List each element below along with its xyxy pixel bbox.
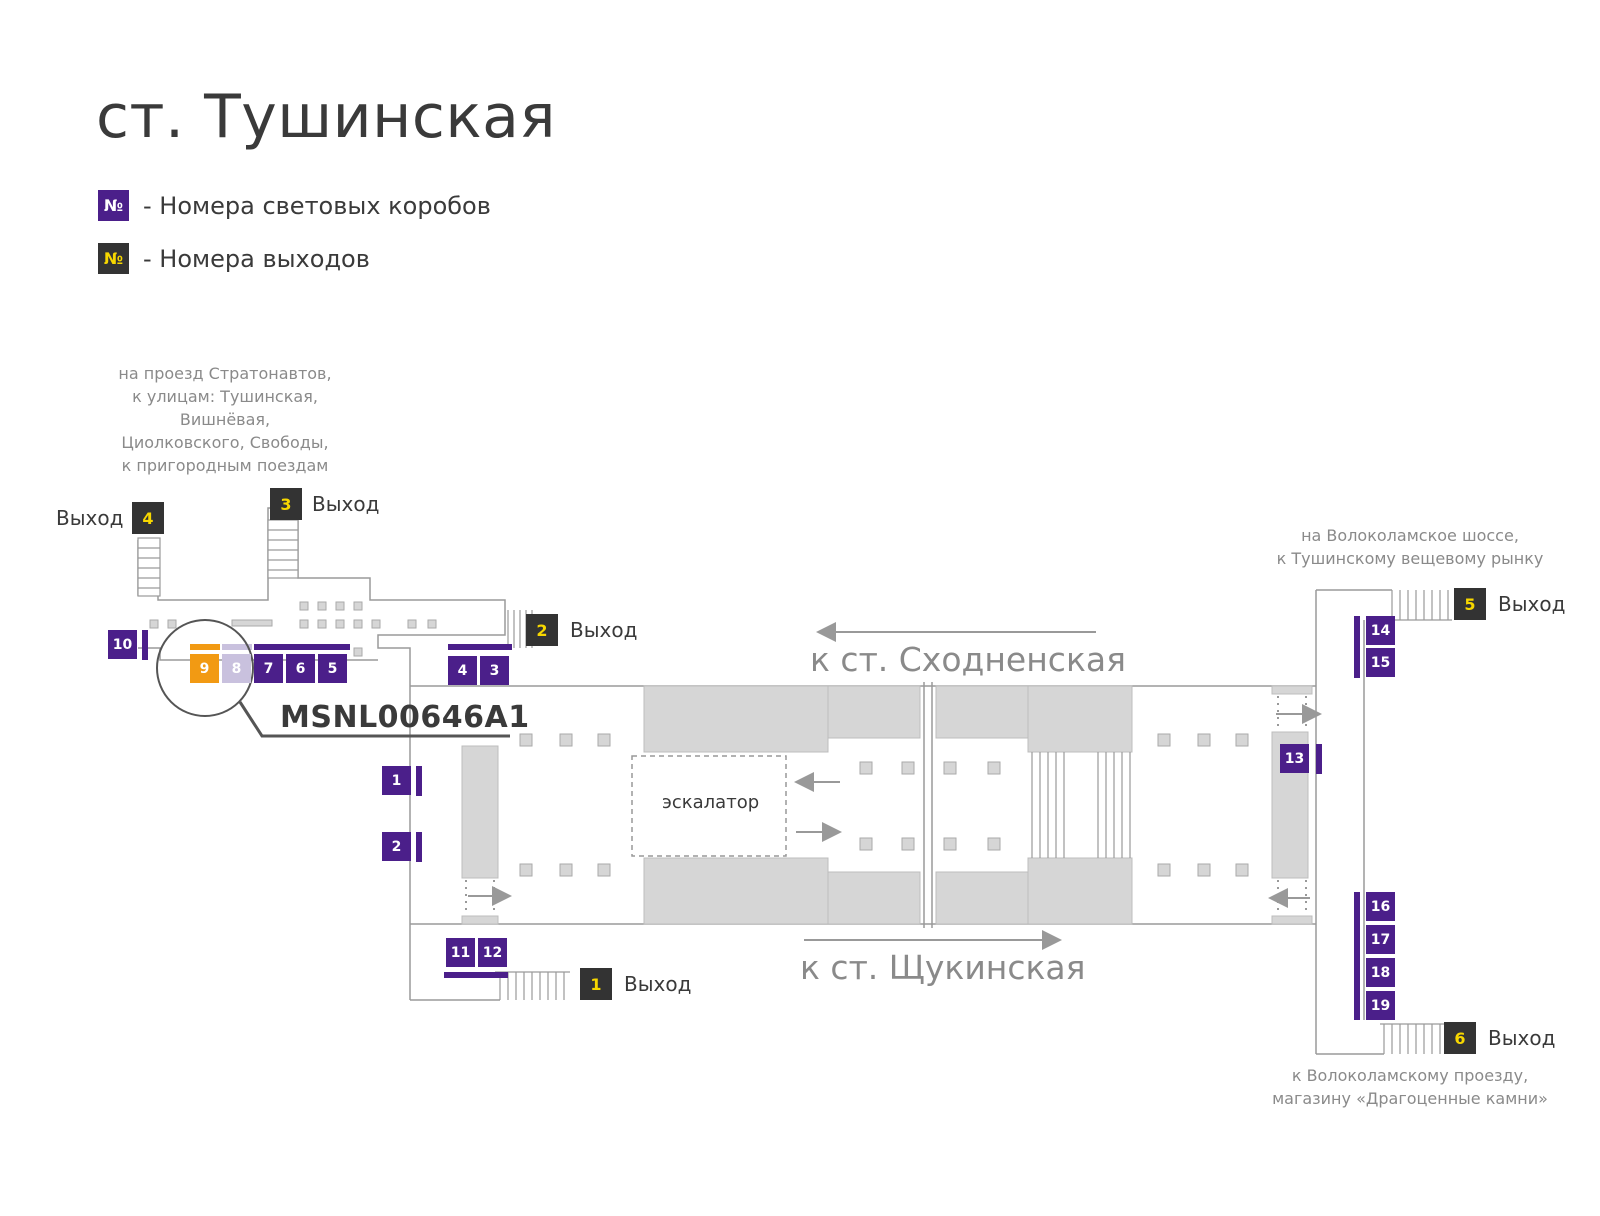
lightbox-badge-14: 14 xyxy=(1366,616,1395,645)
stairs-center xyxy=(1031,752,1131,858)
lightbox-badge-9: 9 xyxy=(190,654,219,683)
exit-label-2: Выход xyxy=(570,618,638,642)
escalator-box xyxy=(631,755,787,857)
stairs-exit-1 xyxy=(495,971,570,1000)
lightbox-badge-17: 17 xyxy=(1366,925,1395,954)
direction-arrows xyxy=(468,622,1322,950)
lightbox-badge-12: 12 xyxy=(478,938,507,967)
dotted-gates xyxy=(465,696,1307,914)
stairs-exit-5 xyxy=(1386,590,1452,621)
exit-label-4: Выход xyxy=(56,506,124,530)
lightbox-badge-8: 8 xyxy=(222,654,251,683)
lightbox-badge-13: 13 xyxy=(1280,744,1309,773)
direction-north: к ст. Сходненская xyxy=(810,640,1126,679)
columns-hall xyxy=(519,733,1249,877)
legend-exit-badge: № xyxy=(98,243,129,274)
lightbox-badge-15: 15 xyxy=(1366,648,1395,677)
destination-north-east: на Волоколамское шоссе, к Тушинскому вещ… xyxy=(1276,526,1544,568)
destination-north-west: на проезд Стратонавтов, к улицам: Тушинс… xyxy=(118,364,332,475)
destination-south-east: к Волоколамскому проезду, магазину «Драг… xyxy=(1272,1066,1548,1108)
lightbox-bars xyxy=(142,616,1360,1020)
lightbox-badge-2: 2 xyxy=(382,832,411,861)
lightbox-badge-6: 6 xyxy=(286,654,315,683)
lightbox-badge-1: 1 xyxy=(382,766,411,795)
lightbox-badge-10: 10 xyxy=(108,630,137,659)
lightbox-badge-7: 7 xyxy=(254,654,283,683)
stairs-exit-4 xyxy=(137,537,161,597)
platform-blocks xyxy=(461,685,1313,925)
exit-badge-4: 4 xyxy=(132,502,164,534)
columns-nw xyxy=(149,601,437,657)
direction-south: к ст. Щукинская xyxy=(800,948,1086,987)
stairs-exit-3 xyxy=(267,519,299,579)
stairs-exit-6 xyxy=(1380,1023,1444,1054)
legend-lightbox-text: - Номера световых коробов xyxy=(143,191,491,220)
legend-exits: № - Номера выходов xyxy=(98,243,370,274)
exit-badge-3: 3 xyxy=(270,488,302,520)
leader-line xyxy=(238,701,510,738)
divider xyxy=(923,682,933,928)
lightbox-badge-18: 18 xyxy=(1366,958,1395,987)
exit-badge-1: 1 xyxy=(580,968,612,1000)
highlight-circle xyxy=(156,619,254,717)
exit-label-5: Выход xyxy=(1498,592,1566,616)
exit-label-6: Выход xyxy=(1488,1026,1556,1050)
east-passage xyxy=(1315,589,1392,1055)
lightbox-badge-19: 19 xyxy=(1366,991,1395,1020)
exit-badge-2: 2 xyxy=(526,614,558,646)
legend-lightboxes: № - Номера световых коробов xyxy=(98,190,491,221)
exit-label-1: Выход xyxy=(624,972,692,996)
page-title: ст. Тушинская xyxy=(96,82,556,152)
legend-lightbox-badge: № xyxy=(98,190,129,221)
exit-badge-6: 6 xyxy=(1444,1022,1476,1054)
lightbox-badge-16: 16 xyxy=(1366,892,1395,921)
escalator-label: эскалатор xyxy=(662,792,760,813)
exit-label-3: Выход xyxy=(312,492,380,516)
lightbox-badge-5: 5 xyxy=(318,654,347,683)
lightbox-badge-11: 11 xyxy=(446,938,475,967)
exit-badge-5: 5 xyxy=(1454,588,1486,620)
lightbox-badge-4: 4 xyxy=(448,656,477,685)
lightbox-badge-3: 3 xyxy=(480,656,509,685)
legend-exit-text: - Номера выходов xyxy=(143,244,370,273)
lightbox-code: MSNL00646A1 xyxy=(280,700,530,735)
